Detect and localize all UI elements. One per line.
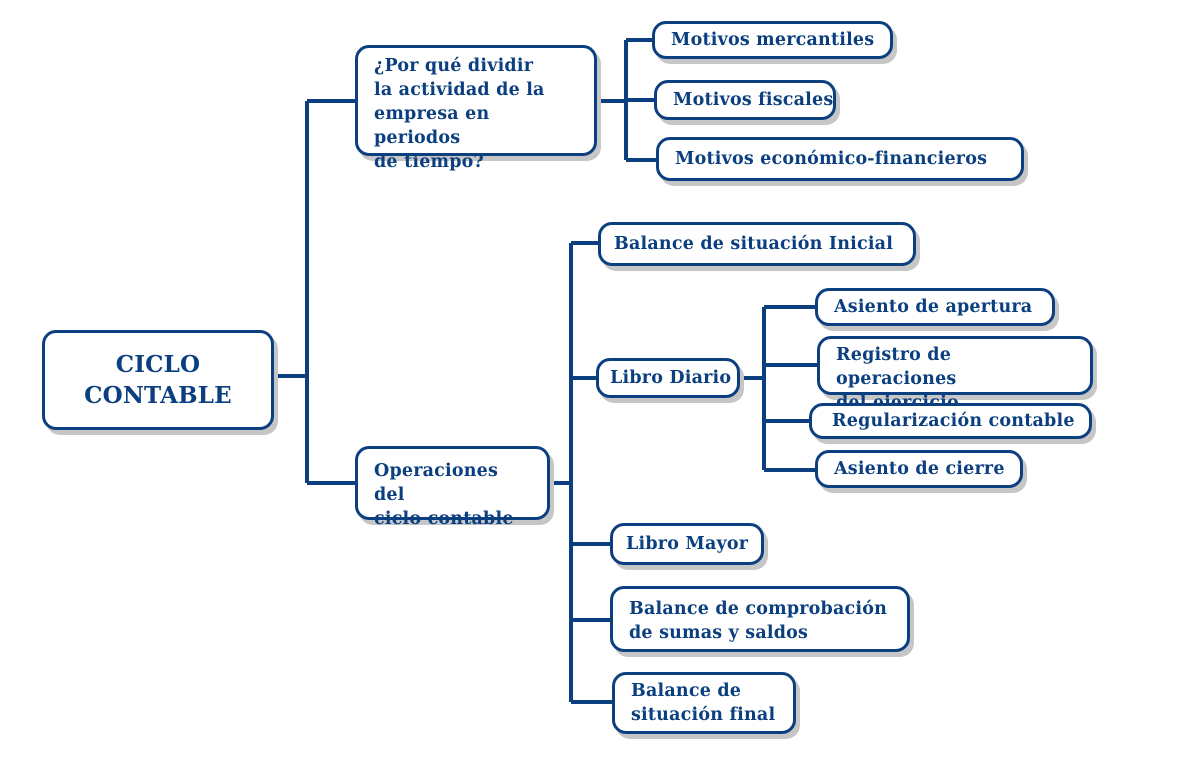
why-line-2: la actividad de la [374,80,545,100]
registro-operaciones-node: Registro de operaciones del ejercicio [817,336,1093,413]
asiento-cierre-node: Asiento de cierre [815,450,1023,488]
motivos-economico-label: Motivos económico-financieros [675,149,988,169]
operaciones-line-2: ciclo contable [374,509,514,529]
registro-line-1: Registro de operaciones [836,345,957,389]
balance-inicial-node: Balance de situación Inicial [598,222,916,266]
libro-diario-label: Libro Diario [610,368,732,388]
root-title-line1: CICLO [115,351,201,378]
libro-diario-node: Libro Diario [596,358,740,398]
motivos-economico-node: Motivos económico-financieros [656,137,1024,181]
balance-situacion-final-node: Balance de situación final [612,672,796,734]
situacion-final-line-2: situación final [631,705,776,725]
regularizacion-label: Regularización contable [832,411,1075,431]
asiento-cierre-label: Asiento de cierre [834,459,1005,479]
operaciones-line-1: Operaciones del [374,461,499,505]
comprobacion-line-1: Balance de comprobación [629,599,888,619]
root-title-line2: CONTABLE [84,382,232,409]
regularizacion-node: Regularización contable [809,403,1092,439]
motivos-mercantiles-label: Motivos mercantiles [671,30,875,50]
root-node: CICLO CONTABLE [42,330,274,430]
operaciones-node: Operaciones del ciclo contable [355,446,550,529]
asiento-apertura-node: Asiento de apertura [815,288,1055,326]
libro-mayor-label: Libro Mayor [626,534,749,554]
why-divide-node: ¿Por qué dividir la actividad de la empr… [355,45,597,172]
motivos-fiscales-node: Motivos fiscales [654,80,836,120]
libro-mayor-node: Libro Mayor [610,523,764,565]
situacion-final-line-1: Balance de [631,681,742,701]
motivos-mercantiles-node: Motivos mercantiles [652,21,893,59]
asiento-apertura-label: Asiento de apertura [834,297,1033,317]
why-line-1: ¿Por qué dividir [374,56,534,76]
balance-comprobacion-node: Balance de comprobación de sumas y saldo… [610,586,910,652]
balance-inicial-label: Balance de situación Inicial [614,234,894,254]
comprobacion-line-2: de sumas y saldos [629,623,809,643]
why-line-4: de tiempo? [374,152,485,172]
why-line-3: empresa en periodos [374,104,490,148]
motivos-fiscales-label: Motivos fiscales [673,90,834,110]
